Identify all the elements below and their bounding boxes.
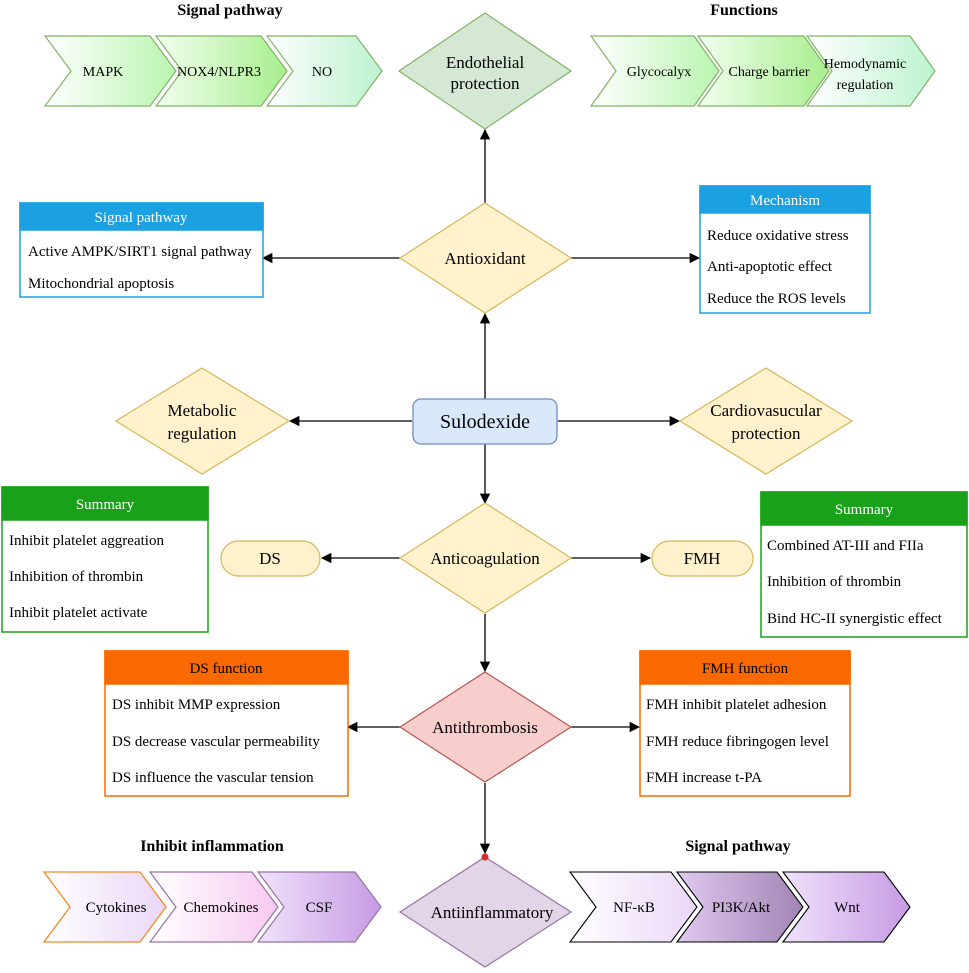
endothelial-protection-node: Endothelial protection <box>397 12 573 130</box>
box-item: Combined AT-III and FIIa <box>767 538 924 554</box>
box-item: Active AMPK/SIRT1 signal pathway <box>28 244 252 260</box>
chevron-csf: CSF <box>256 871 382 943</box>
ds-function-box: DS function DS inhibit MMP expression DS… <box>104 650 349 797</box>
node-label: DS <box>259 549 281 568</box>
box-title: Summary <box>835 502 894 518</box>
chevron-label: Wnt <box>834 900 861 916</box>
summary-left-box: Summary Inhibit platelet aggreation Inhi… <box>1 486 209 633</box>
chevron-label: Glycocalyx <box>627 65 692 80</box>
node-label: Antiinflammatory <box>431 903 554 922</box>
box-item: Inhibit platelet activate <box>9 605 148 621</box>
box-title-bar <box>699 185 871 214</box>
node-label: Anticoagulation <box>430 549 540 568</box>
center-label: Sulodexide <box>440 411 530 433</box>
mechanism-box: Mechanism Reduce oxidative stress Anti-a… <box>699 185 871 314</box>
header-bottom-right: Signal pathway <box>685 838 790 855</box>
box-title-bar <box>760 491 968 526</box>
header-bottom-left: Inhibit inflammation <box>140 838 284 855</box>
chevron-label: PI3K/Akt <box>712 900 771 916</box>
box-title: Summary <box>76 497 135 513</box>
box-title: FMH function <box>702 661 789 677</box>
chevron-label: Chemokines <box>184 900 259 916</box>
header-top-left: Signal pathway <box>177 2 282 19</box>
box-item: Inhibition of thrombin <box>9 569 144 585</box>
chevron-label: NF-κB <box>613 900 655 916</box>
chevron-label: NO <box>312 65 332 80</box>
box-title-bar <box>19 202 264 231</box>
node-label-line2: protection <box>732 424 801 443</box>
box-title-bar <box>639 650 851 685</box>
chevron-glycocalyx: Glycocalyx <box>589 35 720 107</box>
chevron-cytokines: Cytokines <box>42 871 167 943</box>
box-item: Inhibition of thrombin <box>767 574 902 590</box>
chevron-hemodynamic-regulation: Hemodynamic regulation <box>805 35 936 107</box>
chevron-row-inflammation: Cytokines Chemokines CSF <box>42 871 382 943</box>
box-item: DS influence the vascular tension <box>112 770 314 786</box>
connection-point <box>481 853 489 861</box>
box-title-bar <box>1 486 209 521</box>
fmh-function-box: FMH function FMH inhibit platelet adhesi… <box>639 650 851 797</box>
box-title: DS function <box>190 661 263 677</box>
node-label-line2: protection <box>451 74 520 93</box>
chevron-row-functions: Glycocalyx Charge barrier Hemodynamic re… <box>589 35 936 107</box>
chevron-chemokines: Chemokines <box>148 871 279 943</box>
node-label: Antioxidant <box>444 249 525 268</box>
box-item: Reduce the ROS levels <box>707 291 846 307</box>
box-item: FMH increase t-PA <box>646 770 762 786</box>
chevron-row-top-signal: MAPK NOX4/NLPR3 NO <box>43 35 383 107</box>
antiinflammatory-node: Antiinflammatory <box>398 853 573 968</box>
chevron-label: Charge barrier <box>729 65 810 80</box>
box-item: Bind HC-II synergistic effect <box>767 611 943 627</box>
chevron-charge-barrier: Charge barrier <box>696 35 830 107</box>
box-item: DS decrease vascular permeability <box>112 734 320 750</box>
header-top-right: Functions <box>710 2 778 19</box>
box-title-bar <box>104 650 349 685</box>
box-item: Reduce oxidative stress <box>707 228 849 244</box>
chevron-label-line2: regulation <box>837 78 894 93</box>
box-title: Mechanism <box>750 193 820 209</box>
chevron-nf-kb: NF-κB <box>568 871 698 943</box>
chevron-wnt: Wnt <box>781 871 911 943</box>
chevron-row-bottom-signal: NF-κB PI3K/Akt Wnt <box>568 871 911 943</box>
antioxidant-node: Antioxidant <box>398 202 573 314</box>
metabolic-regulation-node: Metabolic regulation <box>114 367 291 475</box>
box-item: Anti-apoptotic effect <box>707 259 833 275</box>
sulodexide-node: Sulodexide <box>412 398 558 445</box>
node-label-line1: Cardiovasucular <box>710 401 822 420</box>
ds-node: DS <box>220 540 321 577</box>
chevron-label-line1: Hemodynamic <box>824 57 906 72</box>
chevron-no: NO <box>265 35 383 107</box>
anticoagulation-node: Anticoagulation <box>398 502 573 614</box>
chevron-label: NOX4/NLPR3 <box>177 65 261 80</box>
connectors <box>261 128 701 855</box>
chevron-mapk: MAPK <box>43 35 177 107</box>
chevron-nox4-nlpr3: NOX4/NLPR3 <box>154 35 288 107</box>
box-item: Inhibit platelet aggreation <box>9 533 164 549</box>
chevron-label: CSF <box>306 900 333 916</box>
chevron-label: MAPK <box>83 65 123 80</box>
signal-pathway-box: Signal pathway Active AMPK/SIRT1 signal … <box>19 202 264 298</box>
node-label: Antithrombosis <box>432 718 538 737</box>
node-label-line1: Metabolic <box>168 401 237 420</box>
node-label-line2: regulation <box>168 424 237 443</box>
chevron-pi3k-akt: PI3K/Akt <box>675 871 804 943</box>
antithrombosis-node: Antithrombosis <box>398 671 573 783</box>
cardiovascular-protection-node: Cardiovasucular protection <box>678 367 854 475</box>
node-label: FMH <box>684 549 721 568</box>
chevron-label: Cytokines <box>86 900 147 916</box>
box-title: Signal pathway <box>95 210 188 226</box>
box-item: Mitochondrial apoptosis <box>28 276 174 292</box>
node-label-line1: Endothelial <box>446 53 525 72</box>
box-item: FMH inhibit platelet adhesion <box>646 697 827 713</box>
box-item: FMH reduce fibringogen level <box>646 734 829 750</box>
box-item: DS inhibit MMP expression <box>112 697 281 713</box>
summary-right-box: Summary Combined AT-III and FIIa Inhibit… <box>760 491 968 638</box>
fmh-node: FMH <box>651 540 754 577</box>
